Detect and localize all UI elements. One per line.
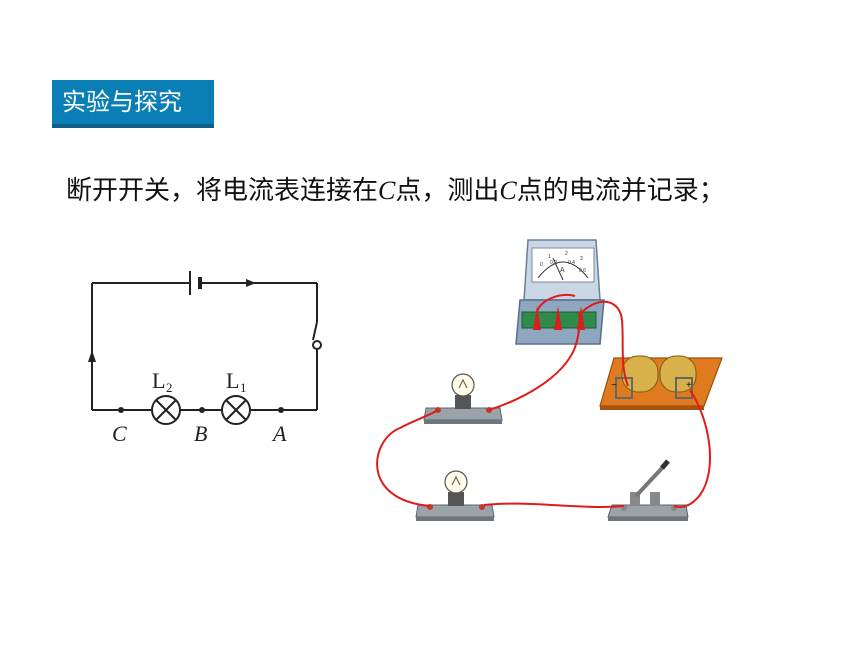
switch-contact [312, 340, 322, 350]
wire-lamp-top-to-ammeter [488, 311, 581, 411]
wire-battery-to-switch [673, 389, 711, 508]
ammeter-mark-0: 0 [540, 262, 543, 268]
ammeter-mark-04: 0.4 [568, 260, 575, 266]
instruction-part3: 点的电流并记录； [516, 176, 725, 206]
current-arrow-top [246, 279, 256, 287]
wire-lamp-bottom-to-lamp-top [376, 409, 439, 507]
ammeter-mark-1: 1 [548, 254, 551, 260]
circuit-schematic [88, 271, 322, 425]
lamp-holder-top [423, 373, 503, 424]
knife-switch [607, 459, 689, 521]
lamp-l1-letter: L [226, 368, 239, 393]
bulb-top-icon [451, 373, 475, 397]
switch-blade [312, 321, 318, 341]
svg-text:−: − [611, 380, 617, 391]
connecting-wires [376, 294, 711, 508]
ammeter-mark-02: 0.2 [550, 260, 557, 266]
wire-switch-to-lamp-bottom [483, 502, 625, 508]
lamp-l2-sub: 2 [166, 380, 173, 395]
point-b-label: B [194, 421, 207, 446]
point-c-dot [118, 407, 124, 413]
wire-ammeter-to-battery [581, 300, 629, 387]
ammeter-mark-2: 2 [565, 251, 568, 257]
instruction-text: 断开开关，将电流表连接在C点，测出C点的电流并记录； [66, 170, 725, 207]
lamp-l1-symbol [221, 395, 251, 425]
instruction-part1: 断开开关，将电流表连接在 [66, 176, 379, 206]
point-a-label: A [271, 421, 287, 446]
ammeter-unit: A [560, 267, 565, 274]
lamp-holder-bottom [415, 470, 495, 521]
ammeter-mark-06: 0.6 [579, 268, 586, 274]
section-badge-text: 实验与探究 [62, 88, 182, 116]
wire-ammeter-terminal [536, 294, 576, 313]
instruction-part2: 点，测出 [395, 176, 500, 206]
bulb-bottom-icon [444, 470, 468, 494]
battery-holder: − + [599, 355, 723, 410]
section-badge: 实验与探究 [52, 80, 214, 128]
instruction-point2: C [499, 176, 517, 205]
point-a-dot [278, 407, 284, 413]
lamp-l1-sub: 1 [240, 380, 247, 395]
ammeter-needle [552, 257, 564, 281]
svg-text:+: + [686, 380, 692, 391]
current-arrow-left [88, 350, 96, 362]
lamp-l2-symbol [151, 395, 181, 425]
switch-lever [634, 464, 666, 498]
point-b-dot [199, 407, 205, 413]
lamp-l2-letter: L [152, 368, 165, 393]
point-c-label: C [112, 421, 127, 446]
ammeter: A 0 1 0.2 2 0.4 3 0.6 [515, 239, 605, 345]
instruction-point1: C [378, 176, 396, 205]
ammeter-mark-3: 3 [580, 256, 583, 262]
